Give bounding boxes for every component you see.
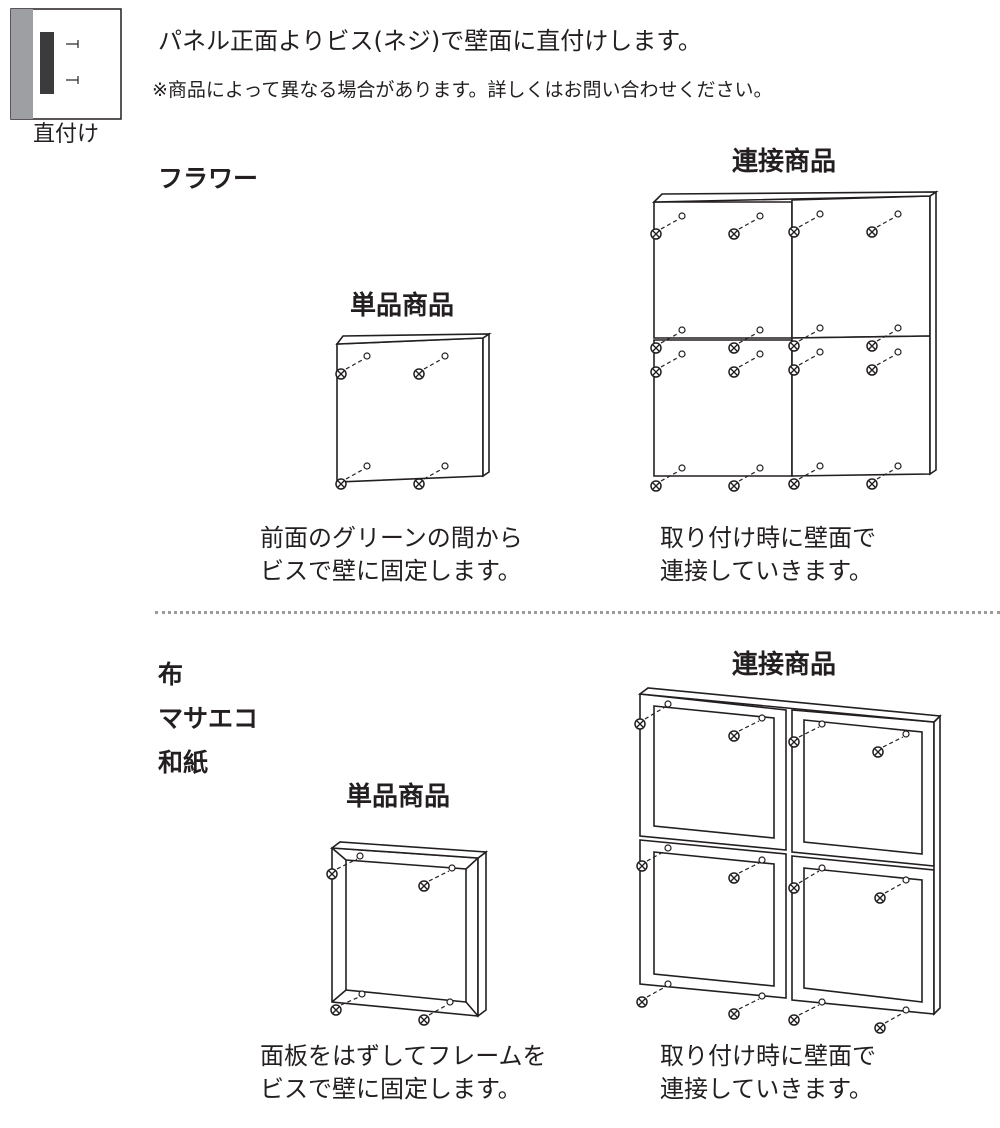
caption-line: 取り付け時に壁面で bbox=[660, 1042, 876, 1070]
screw-icon bbox=[789, 721, 825, 747]
icon-label: 直付け bbox=[32, 122, 99, 147]
category-masaeco: マサエコ bbox=[158, 704, 259, 733]
frame-joined-diagram bbox=[628, 682, 953, 1027]
screw-icon bbox=[789, 349, 823, 375]
screw-icon bbox=[419, 999, 453, 1025]
single-product-label: 単品商品 bbox=[350, 291, 455, 321]
flower-joined-panels-diagram bbox=[640, 188, 945, 498]
flower-single-panel-diagram bbox=[325, 330, 495, 500]
caption-line: 連接していきます。 bbox=[660, 557, 873, 585]
note-text: ※商品によって異なる場合があります。詳しくはお問い合わせください。 bbox=[152, 79, 773, 101]
screw-icon bbox=[651, 351, 685, 377]
screw-icon bbox=[729, 857, 765, 883]
screw-icon bbox=[867, 325, 901, 351]
screw-icon bbox=[414, 463, 448, 489]
screw-icon bbox=[336, 463, 370, 489]
caption-line: 連接していきます。 bbox=[660, 1075, 873, 1103]
wall-mount-icon bbox=[10, 8, 122, 120]
screw-icon bbox=[729, 351, 763, 377]
screw-icon bbox=[336, 353, 370, 379]
screw-icon bbox=[875, 877, 909, 903]
screw-icon bbox=[651, 327, 685, 353]
screw-icon bbox=[729, 213, 763, 239]
screw-icon bbox=[635, 701, 671, 729]
main-instruction: パネル正面よりビス(ネジ)で壁面に直付けします。 bbox=[158, 27, 702, 55]
screw-icon bbox=[637, 981, 671, 1007]
caption-line: ビスで壁に固定します。 bbox=[260, 557, 522, 585]
category-cloth: 布 bbox=[158, 660, 184, 689]
category-flower: フラワー bbox=[158, 164, 259, 193]
screw-icon bbox=[729, 327, 763, 353]
category-washi: 和紙 bbox=[158, 748, 209, 777]
caption-line: 前面のグリーンの間から bbox=[260, 524, 523, 552]
screw-icon bbox=[651, 213, 685, 239]
screw-icon bbox=[789, 865, 825, 893]
frame-single-diagram bbox=[320, 838, 495, 1028]
screw-icon bbox=[789, 325, 823, 351]
joined-product-label: 連接商品 bbox=[732, 147, 837, 177]
screw-icon bbox=[867, 463, 901, 489]
screw-icon bbox=[651, 465, 685, 491]
screw-icon bbox=[867, 349, 901, 375]
caption-line: 面板をはずしてフレームを bbox=[260, 1042, 547, 1070]
screw-icon bbox=[789, 211, 823, 237]
screw-icon bbox=[331, 991, 365, 1015]
screw-icon bbox=[729, 715, 765, 741]
single-caption: 面板をはずしてフレームを ビスで壁に固定します。 bbox=[260, 1040, 547, 1106]
screw-icon bbox=[867, 211, 901, 237]
screw-icon bbox=[729, 465, 763, 491]
section-divider bbox=[155, 611, 1000, 614]
screw-icon bbox=[419, 865, 455, 891]
joined-caption: 取り付け時に壁面で 連接していきます。 bbox=[660, 522, 876, 588]
joined-product-label: 連接商品 bbox=[732, 650, 837, 680]
screw-icon bbox=[789, 463, 823, 489]
single-caption: 前面のグリーンの間から ビスで壁に固定します。 bbox=[260, 522, 523, 588]
joined-caption: 取り付け時に壁面で 連接していきます。 bbox=[660, 1040, 876, 1106]
screw-icon bbox=[637, 845, 671, 871]
screw-icon bbox=[873, 731, 909, 757]
screw-icon bbox=[875, 1007, 909, 1033]
screw-icon bbox=[789, 999, 825, 1025]
caption-line: 取り付け時に壁面で bbox=[660, 524, 876, 552]
screw-icon bbox=[414, 353, 448, 379]
screw-icon bbox=[327, 853, 363, 879]
single-product-label: 単品商品 bbox=[346, 782, 451, 812]
caption-line: ビスで壁に固定します。 bbox=[260, 1075, 522, 1103]
screw-icon bbox=[729, 993, 765, 1019]
